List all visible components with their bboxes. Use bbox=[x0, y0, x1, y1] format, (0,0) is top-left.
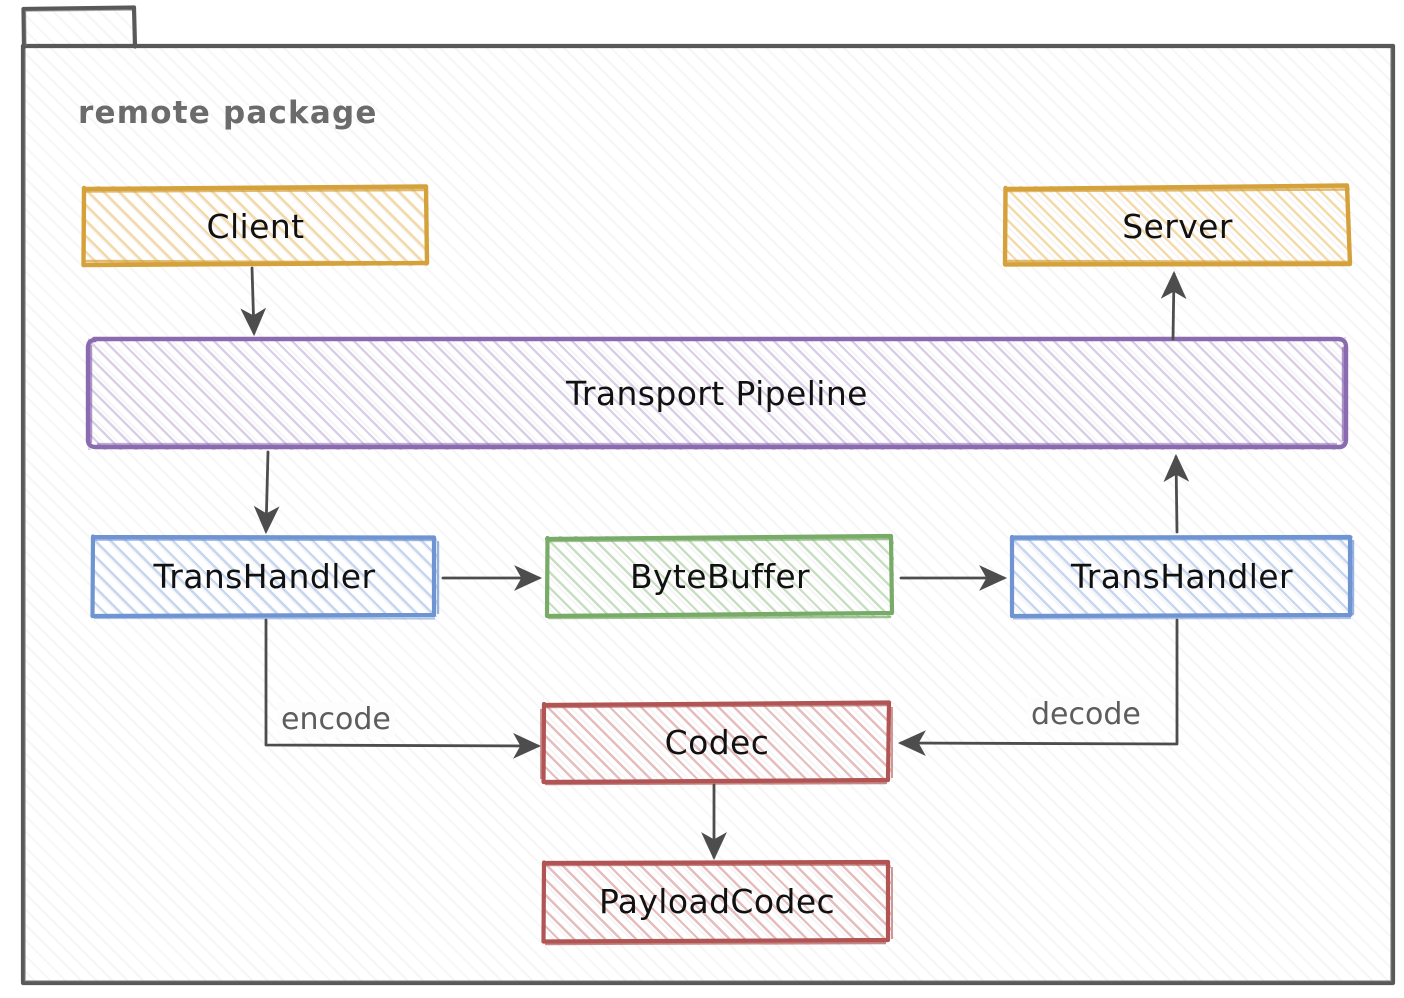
package-frame bbox=[20, 5, 1396, 986]
edge-label-decode: decode bbox=[1027, 697, 1145, 732]
node-client[interactable]: Client bbox=[81, 184, 430, 268]
node-codec-label: Codec bbox=[664, 723, 770, 762]
node-transhandler-left-label: TransHandler bbox=[153, 557, 376, 596]
node-client-label: Client bbox=[206, 206, 305, 246]
node-codec[interactable]: Codec bbox=[540, 700, 893, 786]
node-transhandler-right-label: TransHandler bbox=[1071, 557, 1293, 596]
node-transport-pipeline[interactable]: Transport Pipeline bbox=[85, 336, 1349, 450]
edge-label-encode: encode bbox=[277, 702, 395, 737]
node-payloadcodec-label: PayloadCodec bbox=[598, 882, 836, 921]
node-server-label: Server bbox=[1122, 206, 1233, 246]
node-bytebuffer-label: ByteBuffer bbox=[629, 557, 811, 596]
node-server[interactable]: Server bbox=[1002, 183, 1353, 267]
node-transport-pipeline-label: Transport Pipeline bbox=[566, 374, 868, 413]
package-tab bbox=[21, 5, 138, 50]
node-transhandler-right[interactable]: TransHandler bbox=[1009, 534, 1355, 620]
node-payloadcodec[interactable]: PayloadCodec bbox=[541, 859, 893, 946]
node-transhandler-left[interactable]: TransHandler bbox=[90, 534, 440, 620]
package-label: remote package bbox=[78, 95, 378, 131]
node-bytebuffer[interactable]: ByteBuffer bbox=[544, 533, 895, 620]
